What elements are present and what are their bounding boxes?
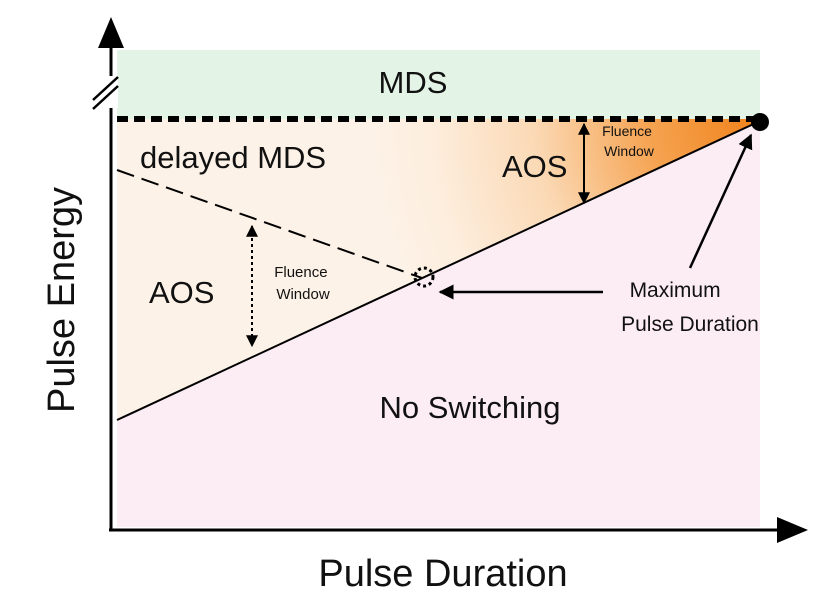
region-label-no-switching: No Switching — [380, 390, 561, 425]
maximum-pulse-duration-arrow-to-point — [688, 133, 753, 269]
fluence-window-left-line-2: Window — [276, 286, 330, 303]
y-axis-arrow — [98, 17, 124, 48]
fluence-window-label-left: Fluence Window — [274, 264, 332, 303]
maximum-pulse-duration-line-2: Pulse Duration — [621, 313, 759, 336]
region-label-mds: MDS — [379, 65, 448, 100]
switching-threshold-line — [116, 120, 761, 421]
axis-break-mark — [92, 76, 119, 110]
fluence-window-right-line-2: Window — [604, 143, 655, 159]
fluence-window-right-line-1: Fluence — [602, 123, 652, 139]
delayed-mds-boundary-line — [116, 169, 423, 279]
region-label-aos-right: AOS — [502, 149, 567, 184]
fluence-window-label-right: Fluence Window — [602, 123, 656, 159]
mds-region — [117, 50, 760, 119]
maximum-pulse-duration-line-1: Maximum — [630, 279, 721, 302]
y-axis-label: Pulse Energy — [41, 187, 83, 413]
no-switching-region — [117, 121, 760, 527]
maximum-pulse-duration-point — [751, 113, 769, 131]
region-label-delayed-mds: delayed MDS — [140, 140, 326, 175]
x-axis-label: Pulse Duration — [318, 553, 567, 595]
x-axis-arrow — [777, 517, 808, 543]
maximum-pulse-duration-label: Maximum Pulse Duration — [621, 279, 759, 336]
maximum-pulse-duration-marker-dotted — [413, 266, 435, 288]
fluence-window-left-line-1: Fluence — [274, 264, 327, 281]
region-label-aos-left: AOS — [149, 275, 214, 310]
